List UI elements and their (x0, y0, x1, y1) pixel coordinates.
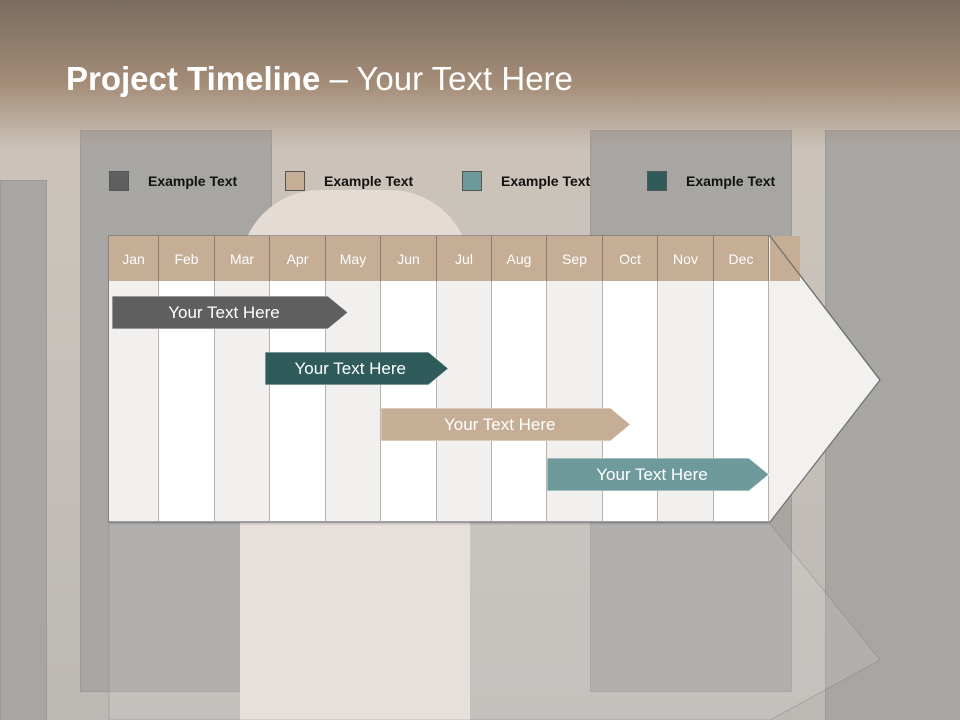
task-bar[interactable]: Your Text Here (112, 296, 348, 329)
task-bar[interactable]: Your Text Here (381, 408, 631, 441)
month-header-jul: Jul (437, 236, 492, 281)
legend-item: Example Text (285, 170, 413, 192)
month-header-sep: Sep (547, 236, 603, 281)
legend: Example Text Example Text Example Text E… (0, 170, 960, 194)
legend-label: Example Text (686, 173, 776, 189)
legend-swatch (462, 171, 482, 191)
task-bar[interactable]: Your Text Here (547, 458, 769, 491)
title-rest-text: – Your Text Here (320, 60, 573, 97)
legend-label: Example Text (501, 173, 591, 189)
legend-item: Example Text (462, 170, 590, 192)
month-header-mar: Mar (215, 236, 270, 281)
task-bar-shape (112, 296, 348, 329)
legend-item: Example Text (109, 170, 237, 192)
legend-swatch (285, 171, 305, 191)
task-bar[interactable]: Your Text Here (264, 352, 448, 385)
month-header-dec: Dec (714, 236, 769, 281)
task-bar-shape (547, 458, 769, 491)
task-bar-label: Your Text Here (443, 414, 556, 434)
task-bar-shape (381, 408, 631, 441)
legend-label: Example Text (148, 173, 238, 189)
month-header-jan: Jan (109, 236, 159, 281)
month-header-aug: Aug (492, 236, 547, 281)
month-header-may: May (326, 236, 381, 281)
month-header-nov: Nov (658, 236, 714, 281)
title-bold-text: Project Timeline (66, 60, 321, 97)
task-bar-label: Your Text Here (168, 302, 280, 322)
month-header-apr: Apr (270, 236, 326, 281)
legend-swatch (109, 171, 129, 191)
title-band (0, 0, 960, 150)
month-column (381, 281, 437, 521)
month-column (437, 281, 492, 521)
month-header-jun: Jun (381, 236, 437, 281)
legend-swatch (647, 171, 667, 191)
task-bar-shape (264, 352, 448, 385)
task-bar-label: Your Text Here (294, 358, 406, 378)
legend-label: Example Text (324, 173, 414, 189)
legend-item: Example Text (647, 170, 775, 192)
slide-title: Project Timeline – Your Text Here (66, 60, 573, 98)
month-column (492, 281, 547, 521)
month-header-oct: Oct (603, 236, 658, 281)
task-bar-label: Your Text Here (596, 464, 708, 484)
month-header-feb: Feb (159, 236, 215, 281)
